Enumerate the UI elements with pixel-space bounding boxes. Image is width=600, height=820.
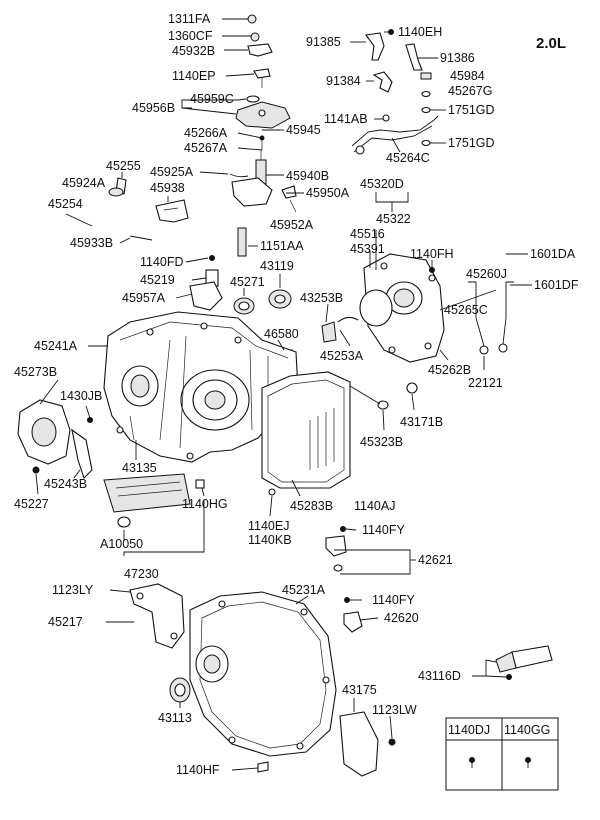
converter-housing [169, 591, 396, 777]
oil-pan [261, 371, 351, 496]
label-45241A: 45241A [34, 339, 78, 353]
label-45957A: 45957A [122, 291, 166, 305]
label-1140FY-lower: 1140FY [372, 593, 416, 607]
label-45253A: 45253A [320, 349, 364, 363]
mounting-bracket [129, 583, 185, 649]
bolt-icon [469, 757, 475, 763]
label-43119: 43119 [260, 259, 294, 273]
label-47230: 47230 [124, 567, 159, 581]
label-1601DF: 1601DF [534, 278, 579, 292]
label-1140EJ: 1140EJ [248, 519, 289, 533]
label-91384: 91384 [326, 74, 361, 88]
oil-pipe-and-brackets [351, 29, 439, 155]
label-45924A: 45924A [62, 176, 106, 190]
label-45273B: 45273B [14, 365, 57, 379]
label-45231A: 45231A [282, 583, 326, 597]
label-43175: 43175 [342, 683, 377, 697]
label-91385: 91385 [306, 35, 341, 49]
label-43116D: 43116D [418, 669, 461, 683]
label-1140FY-upper: 1140FY [362, 523, 406, 537]
sealant-tube [495, 645, 553, 680]
label-1751GD-upper: 1751GD [448, 103, 495, 117]
label-45323B: 45323B [360, 435, 403, 449]
label-45959C: 45959C [190, 92, 234, 106]
engine-size-label: 2.0L [536, 35, 566, 52]
label-45254: 45254 [48, 197, 83, 211]
label-45956B: 45956B [132, 101, 175, 115]
label-45267A: 45267A [184, 141, 228, 155]
label-45219: 45219 [140, 273, 175, 287]
label-A10050: A10050 [100, 537, 143, 551]
label-43171B: 43171B [400, 415, 443, 429]
part-labels: 1311FA 1360CF 45932B 1140EP 45959C 45956… [14, 12, 579, 777]
label-45265C: 45265C [444, 303, 488, 317]
label-45391: 45391 [350, 242, 385, 256]
label-1140FH: 1140FH [410, 247, 454, 261]
label-45264C: 45264C [386, 151, 430, 165]
label-43253B: 43253B [300, 291, 343, 305]
label-1140EP: 1140EP [172, 69, 216, 83]
label-45260J: 45260J [466, 267, 507, 281]
label-1123LY: 1123LY [52, 583, 94, 597]
label-1140HG: 1140HG [182, 497, 228, 511]
label-45984: 45984 [450, 69, 485, 83]
label-45516: 45516 [350, 227, 385, 241]
label-45933B: 45933B [70, 236, 113, 250]
label-91386: 91386 [440, 51, 475, 65]
label-22121: 22121 [468, 376, 503, 390]
label-1430JB: 1430JB [60, 389, 102, 403]
label-45283B: 45283B [290, 499, 333, 513]
label-45266A: 45266A [184, 126, 228, 140]
label-45945: 45945 [286, 123, 321, 137]
side-cover-assembly [321, 253, 508, 410]
transaxle-case [103, 311, 299, 463]
label-45952A: 45952A [270, 218, 314, 232]
label-1140EH: 1140EH [398, 25, 442, 39]
oil-filter [103, 473, 205, 528]
label-1751GD-lower: 1751GD [448, 136, 495, 150]
bolt-icon [525, 757, 531, 763]
label-45322: 45322 [376, 212, 411, 226]
label-43113: 43113 [158, 711, 192, 725]
label-45320D: 45320D [360, 177, 404, 191]
label-43135: 43135 [122, 461, 157, 475]
legend-header-1140GG: 1140GG [504, 723, 550, 737]
label-45938: 45938 [150, 181, 185, 195]
label-1140HF: 1140HF [176, 763, 220, 777]
left-cover [17, 399, 135, 480]
label-1140FD: 1140FD [140, 255, 184, 269]
label-45940B: 45940B [286, 169, 329, 183]
label-45267G: 45267G [448, 84, 492, 98]
label-1311FA: 1311FA [168, 12, 211, 26]
label-45227: 45227 [14, 497, 49, 511]
speed-sensors [325, 526, 363, 633]
legend-header-1140DJ: 1140DJ [448, 723, 490, 737]
label-1601DA: 1601DA [530, 247, 576, 261]
label-1140AJ: 1140AJ [354, 499, 395, 513]
label-45950A: 45950A [306, 186, 350, 200]
label-1140KB: 1140KB [248, 533, 292, 547]
label-45262B: 45262B [428, 363, 471, 377]
label-45271: 45271 [230, 275, 265, 289]
label-42620: 42620 [384, 611, 419, 625]
fastener-legend-table: 1140DJ 1140GG [445, 717, 559, 791]
leader-lines [35, 18, 532, 771]
label-42621: 42621 [418, 553, 453, 567]
label-45255: 45255 [106, 159, 141, 173]
label-1141AB: 1141AB [324, 112, 368, 126]
label-46580: 46580 [264, 327, 299, 341]
label-45217: 45217 [48, 615, 83, 629]
label-45243B: 45243B [44, 477, 87, 491]
label-45932B: 45932B [172, 44, 215, 58]
label-45925A: 45925A [150, 165, 194, 179]
label-1151AA: 1151AA [260, 239, 304, 253]
label-1123LW: 1123LW [372, 703, 417, 717]
label-1360CF: 1360CF [168, 29, 213, 43]
shift-lever-parts [229, 14, 297, 213]
